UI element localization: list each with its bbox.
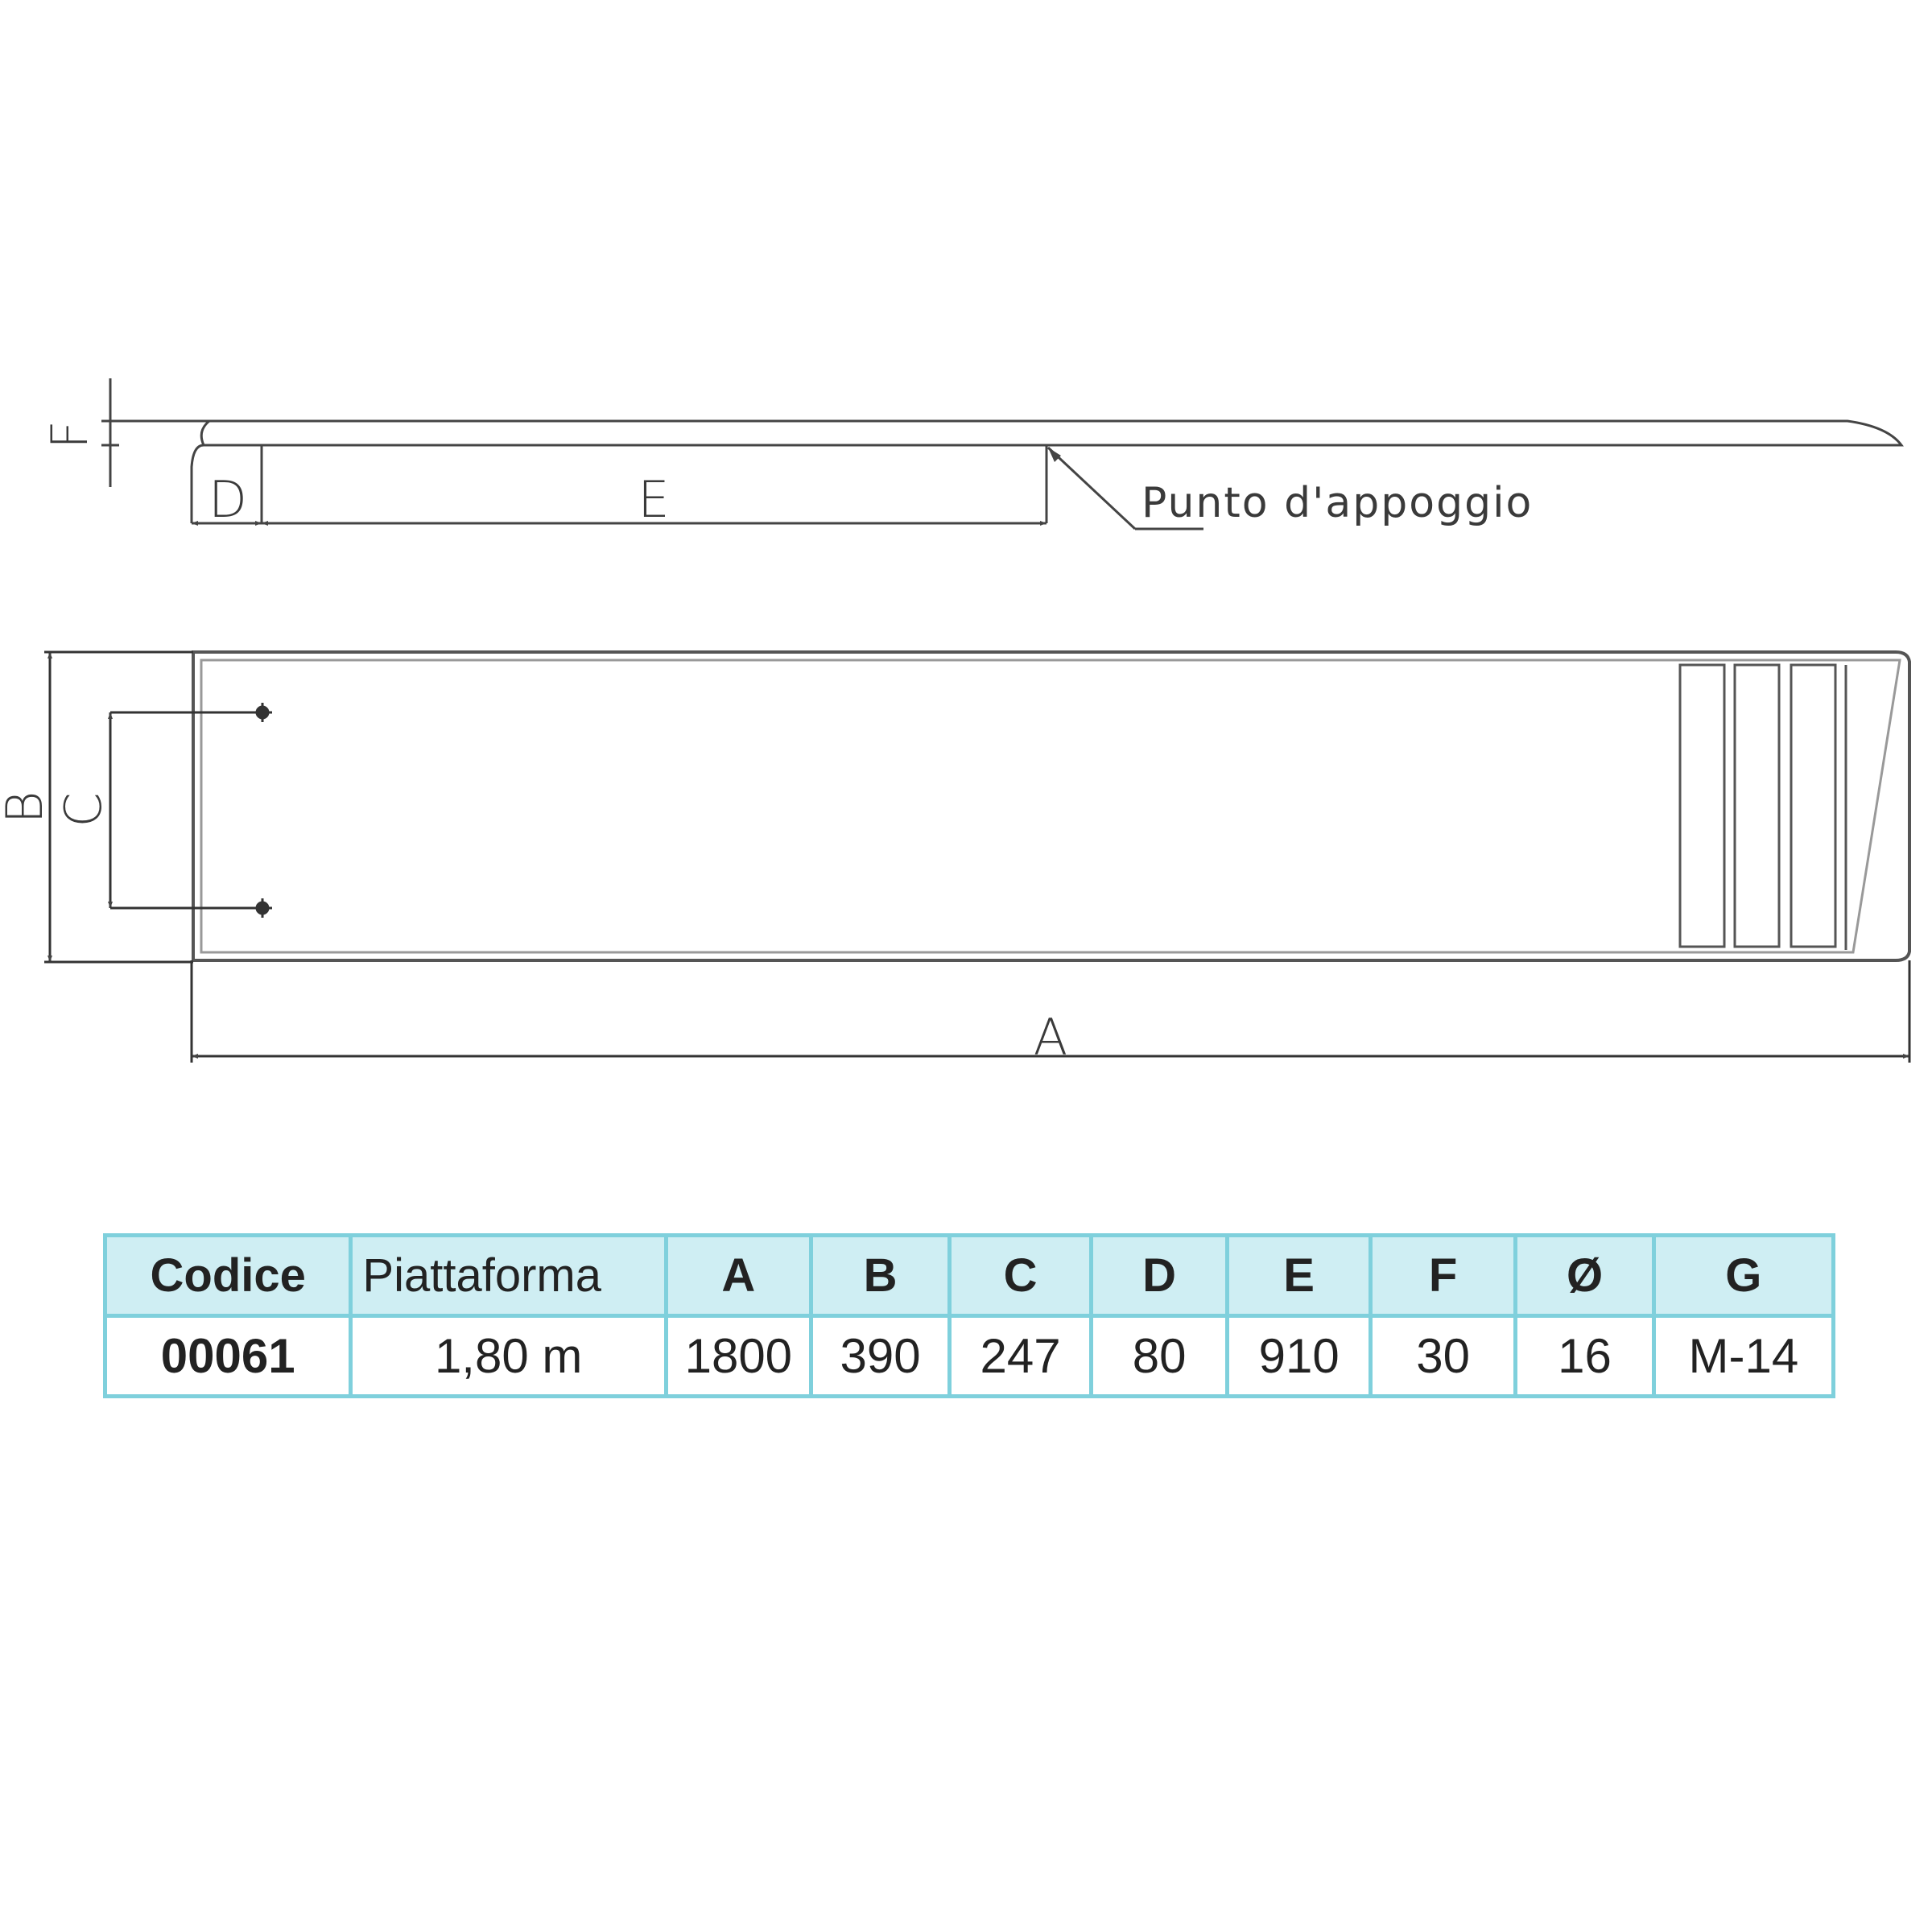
- c-dimension: [108, 703, 272, 918]
- dim-label-c: C: [54, 792, 113, 827]
- cell-e: 910: [1225, 1314, 1373, 1398]
- cell-codice: 00061: [102, 1314, 353, 1398]
- cell-piattaforma: 1,80 m: [349, 1314, 668, 1398]
- b-dimension: [44, 650, 193, 964]
- cell-c: 247: [947, 1314, 1093, 1398]
- support-point-leader: [1046, 446, 1137, 530]
- header-g: G: [1651, 1233, 1836, 1318]
- dim-label-f: F: [40, 420, 99, 449]
- cell-d: 80: [1088, 1314, 1230, 1398]
- cell-f: 30: [1368, 1314, 1518, 1398]
- header-e: E: [1225, 1233, 1373, 1318]
- a-dimension: [190, 960, 1911, 1063]
- board-inner-outline: [200, 658, 1901, 954]
- dim-label-d: D: [208, 470, 247, 529]
- side-view: [101, 378, 1904, 530]
- dim-label-b: B: [0, 791, 54, 824]
- header-piattaforma: Piattaforma: [349, 1233, 668, 1318]
- header-a: A: [663, 1233, 813, 1318]
- cell-a: 1800: [663, 1314, 813, 1398]
- header-f: F: [1368, 1233, 1518, 1318]
- header-b: B: [808, 1233, 952, 1318]
- cell-g: M-14: [1651, 1314, 1836, 1398]
- top-view: [44, 650, 1911, 1063]
- table-header-row: Codice Piattaforma A B C D E F Ø G: [102, 1233, 1836, 1318]
- tread-strip: [1733, 663, 1781, 948]
- board-profile: [109, 419, 1904, 523]
- cell-diameter: 16: [1513, 1314, 1656, 1398]
- support-point-label: Punto d'appoggio: [1141, 479, 1533, 527]
- dim-label-a: A: [1034, 1008, 1067, 1067]
- tread-strip: [1678, 663, 1726, 948]
- board-outline: [192, 650, 1911, 962]
- tread-strip: [1790, 663, 1837, 948]
- table-row: 00061 1,80 m 1800 390 247 80 910 30 16 M…: [102, 1314, 1836, 1398]
- header-diameter: Ø: [1513, 1233, 1656, 1318]
- dim-label-e: E: [638, 470, 669, 529]
- cell-b: 390: [808, 1314, 952, 1398]
- header-c: C: [947, 1233, 1093, 1318]
- spec-table: Codice Piattaforma A B C D E F Ø G 00061…: [102, 1233, 1836, 1398]
- header-codice: Codice: [102, 1233, 353, 1318]
- header-d: D: [1088, 1233, 1230, 1318]
